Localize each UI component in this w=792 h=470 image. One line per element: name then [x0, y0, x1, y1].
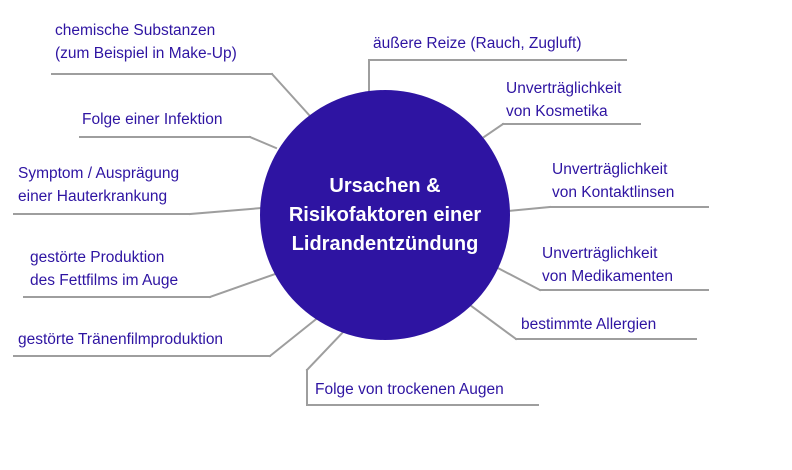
- connector-kosmetika-diag: [482, 122, 505, 139]
- cause-label-line: gestörte Produktion: [30, 249, 165, 266]
- cause-label-line: von Kontaktlinsen: [552, 184, 675, 201]
- cause-label-line: chemische Substanzen: [55, 22, 216, 39]
- cause-unvertraeglichkeit-kosmetika: Unverträglichkeit von Kosmetika: [506, 77, 621, 123]
- cause-aeussere-reize: äußere Reize (Rauch, Zugluft): [373, 32, 581, 55]
- cause-unvertraeglichkeit-medikamente: Unverträglichkeit von Medikamenten: [542, 242, 673, 288]
- connector-chem-diag: [270, 72, 312, 118]
- connector-medikamente-diag: [492, 264, 542, 292]
- cause-fettfilm-produktion: gestörte Produktion des Fettfilms im Aug…: [30, 246, 178, 292]
- cause-traenenfilmproduktion: gestörte Tränenfilmproduktion: [18, 328, 223, 351]
- center-title-line: Lidrandentzündung: [291, 232, 479, 255]
- center-title-line: Risikofaktoren einer: [288, 203, 482, 226]
- cause-label-line: Unverträglichkeit: [552, 161, 668, 178]
- cause-label-line: Unverträglichkeit: [542, 245, 658, 262]
- cause-label-line: Folge einer Infektion: [82, 111, 223, 128]
- cause-bestimmte-allergien: bestimmte Allergien: [521, 313, 656, 336]
- cause-label-line: einer Hauterkrankung: [18, 188, 168, 205]
- connector-allergien-diag: [468, 303, 518, 341]
- connector-traenen-diag: [268, 314, 322, 358]
- cause-label-line: äußere Reize (Rauch, Zugluft): [373, 35, 582, 52]
- cause-label-line: (zum Beispiel in Make-Up): [55, 45, 237, 62]
- cause-label-line: bestimmte Allergien: [521, 316, 657, 333]
- center-title: Ursachen & Risikofaktoren einer Lidrande…: [270, 172, 500, 259]
- cause-symptom-hauterkrankung: Symptom / Ausprägung einer Hauterkrankun…: [18, 162, 179, 208]
- cause-label-line: gestörte Tränenfilmproduktion: [18, 331, 224, 348]
- connector-infection-diag: [248, 135, 278, 150]
- cause-chemische-substanzen: chemische Substanzen (zum Beispiel in Ma…: [55, 19, 237, 65]
- center-topic: Ursachen & Risikofaktoren einer Lidrande…: [260, 90, 510, 340]
- cause-label-line: Unverträglichkeit: [506, 80, 622, 97]
- center-title-line: Ursachen &: [329, 174, 441, 197]
- connector-fettfilm-diag: [208, 271, 280, 299]
- cause-label-line: von Kosmetika: [506, 103, 608, 120]
- cause-label-line: Symptom / Ausprägung: [18, 165, 180, 182]
- connector-trocken-diag: [305, 328, 347, 372]
- cause-label-line: des Fettfilms im Auge: [30, 272, 179, 289]
- connector-kontaktlinsen-diag: [506, 205, 552, 213]
- cause-unvertraeglichkeit-kontaktlinsen: Unverträglichkeit von Kontaktlinsen: [552, 158, 674, 204]
- connector-symptom-diag: [188, 206, 264, 216]
- cause-folge-einer-infektion: Folge einer Infektion: [82, 108, 222, 131]
- cause-label-line: Folge von trockenen Augen: [315, 381, 504, 398]
- cause-trockene-augen: Folge von trockenen Augen: [315, 378, 504, 401]
- cause-label-line: von Medikamenten: [542, 268, 673, 285]
